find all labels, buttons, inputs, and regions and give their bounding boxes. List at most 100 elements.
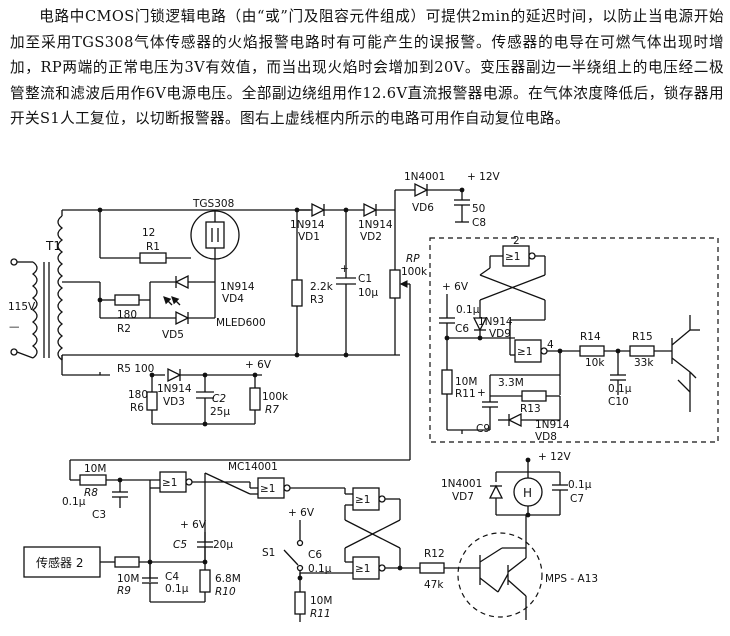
resistor-r6: 180 R6 xyxy=(128,375,158,424)
v6-mid-label: + 6V xyxy=(245,359,272,371)
nor-gate-latch-bottom: ≥1 xyxy=(352,556,386,580)
r1-value: 12 xyxy=(142,227,155,239)
r14-value: 10k xyxy=(585,357,605,369)
r6-value: 180 xyxy=(128,389,148,401)
r6-label: R6 xyxy=(130,402,144,414)
sensor2-label: 传感器 2 xyxy=(36,555,83,570)
r5-label: R5 100 xyxy=(117,363,154,375)
mc14001-label: MC14001 xyxy=(228,461,278,473)
c10-value: 0.1μ xyxy=(608,383,632,395)
c8-value: 50 xyxy=(472,203,485,215)
r3-label: R3 xyxy=(310,294,324,306)
vd9-type: 1N914 xyxy=(478,316,513,328)
vd2-label: VD2 xyxy=(360,231,382,243)
c1-value: 10μ xyxy=(358,287,378,299)
vd5-label: VD5 xyxy=(162,329,184,341)
nor-gate-4: ≥1 4 xyxy=(514,339,554,363)
t1-label: T1 xyxy=(45,239,61,253)
resistor-r10: 6.8M R10 xyxy=(199,569,241,602)
svg-text:≥1: ≥1 xyxy=(355,494,370,506)
svg-text:≥1: ≥1 xyxy=(260,483,275,495)
svg-text:≥1: ≥1 xyxy=(355,563,370,575)
resistor-r2: 180 R2 xyxy=(100,294,150,335)
rp-label: RP xyxy=(406,253,420,265)
auto-reset-circuit: + 6V 0.1μ C6 ≥1 2 1N914 VD9 xyxy=(439,235,700,443)
c6-label: C6 xyxy=(308,549,322,561)
r3-value: 2.2k xyxy=(310,281,334,293)
r15-value: 33k xyxy=(634,357,654,369)
resistor-r5: R5 100 xyxy=(99,363,154,375)
vd3-type: 1N914 xyxy=(157,383,192,395)
r13-label: R13 xyxy=(520,403,541,415)
resistor-r3: 2.2k R3 xyxy=(291,210,334,355)
r12-value: 47k xyxy=(424,579,444,591)
v6-c5-label: + 6V xyxy=(180,519,207,531)
c5-label: C5 xyxy=(173,539,187,551)
capacitor-c1: + C1 10μ xyxy=(336,210,378,355)
switch-s1[interactable]: S1 xyxy=(262,539,304,572)
c6-box-label: C6 xyxy=(455,323,469,335)
vd1-type: 1N914 xyxy=(290,219,325,231)
c9-label: C9 xyxy=(476,423,490,435)
c6-box-value: 0.1μ xyxy=(456,304,480,316)
r14-label: R14 xyxy=(580,331,601,343)
transistor-mps-a13: MPS - A13 xyxy=(457,530,598,620)
diode-vd1: 1N914 VD1 xyxy=(290,202,326,243)
svg-text:≥1: ≥1 xyxy=(517,346,532,358)
vd6-type: 1N4001 xyxy=(404,171,445,183)
auto-reset-box xyxy=(429,237,719,443)
c5-value: 20μ xyxy=(213,539,233,551)
r9-value: 10M xyxy=(117,573,139,585)
vd6-label: VD6 xyxy=(412,202,434,214)
c7-label: C7 xyxy=(570,493,584,505)
c7-value: 0.1μ xyxy=(568,479,592,491)
tgs308-label: TGS308 xyxy=(192,198,234,210)
resistor-r7: 100k R7 xyxy=(249,375,289,424)
sensor2-box: 传感器 2 xyxy=(23,546,101,578)
vd9-label: VD9 xyxy=(489,328,511,340)
sensor-tgs308: TGS308 xyxy=(190,198,240,262)
v12-top-label: + 12V xyxy=(467,171,500,183)
r12-label: R12 xyxy=(424,548,445,560)
resistor-r11: 10M R11 xyxy=(294,578,332,622)
c3-label: C3 xyxy=(92,509,106,521)
c4-label: C4 xyxy=(165,571,179,583)
r8-label: R8 xyxy=(84,487,98,499)
vd8-label: VD8 xyxy=(535,431,557,443)
svg-text:+: + xyxy=(340,263,349,275)
capacitor-c8: 50 C8 xyxy=(454,190,486,229)
vd7-label: VD7 xyxy=(452,491,474,503)
nor-gate-latch-top: ≥1 xyxy=(352,487,386,511)
c2-label: C2 xyxy=(212,393,226,405)
r15-label: R15 xyxy=(632,331,653,343)
r11-box-label: R11 xyxy=(455,388,476,400)
svg-text:—: — xyxy=(9,321,20,333)
mps-label: MPS - A13 xyxy=(545,573,598,585)
capacitor-c3: 0.1μ C3 xyxy=(62,480,128,521)
nor-gate-2: ≥1 2 xyxy=(502,235,536,267)
svg-text:+: + xyxy=(477,387,486,399)
vd3-label: VD3 xyxy=(163,396,185,408)
horn-label: H xyxy=(523,486,532,500)
potentiometer-rp: RP 100k xyxy=(389,210,428,460)
vd4-type: 1N914 xyxy=(220,281,255,293)
c1-label: C1 xyxy=(358,273,372,285)
s1-label: S1 xyxy=(262,547,275,559)
diode-vd4: 1N914 VD4 xyxy=(174,274,255,305)
vd2-type: 1N914 xyxy=(358,219,393,231)
c2-value: 25μ xyxy=(210,406,230,418)
vd1-label: VD1 xyxy=(298,231,320,243)
svg-text:4: 4 xyxy=(547,339,554,351)
r1-label: R1 xyxy=(146,241,160,253)
diode-vd3: 1N914 VD3 xyxy=(157,367,192,408)
resistor-r1: 12 R1 xyxy=(99,210,191,264)
r13-value: 3.3M xyxy=(498,377,524,389)
description-paragraph: 电路中CMOS门锁逻辑电路（由“或”门及阻容元件组成）可提供2min的延迟时间，… xyxy=(10,4,724,132)
r10-label: R10 xyxy=(215,586,236,598)
capacitor-c6: C6 0.1μ xyxy=(299,549,332,578)
vd4-label: VD4 xyxy=(222,293,244,305)
resistor-r8: 10M R8 xyxy=(79,463,107,499)
c6-value: 0.1μ xyxy=(308,563,332,575)
led-vd5-mled600: MLED600 VD5 xyxy=(162,296,266,341)
